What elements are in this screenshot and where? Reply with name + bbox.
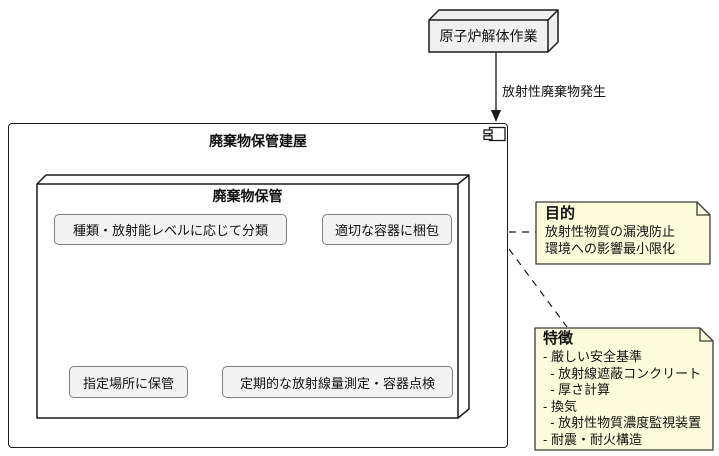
step-classify: 種類・放射能レベルに応じて分類: [54, 214, 287, 245]
note-features-line: - 耐震・耐火構造: [543, 431, 642, 447]
note-fold-icon: [699, 328, 713, 342]
note-features-line: - 放射線遮蔽コンクリート: [543, 365, 702, 381]
component-icon: [483, 126, 506, 142]
note-fold-icon: [696, 202, 710, 216]
source-node-label: 原子炉解体作業: [439, 28, 538, 44]
storage-node-title: 廃棄物保管: [212, 188, 283, 204]
note-features-line: - 換気: [543, 398, 577, 414]
note-purpose-line: 放射性物質の漏洩防止: [545, 224, 676, 239]
note-features-line: - 放射性物質濃度監視装置: [543, 415, 702, 430]
note-features-body: - 厳しい安全基準 - 放射線遮蔽コンクリート - 厚さ計算 - 換気 - 放射…: [543, 349, 701, 448]
step-store: 指定場所に保管: [69, 366, 188, 398]
note-features-connector: [508, 248, 568, 328]
note-purpose-title: 目的: [545, 205, 576, 222]
step-pack: 適切な容器に梱包: [322, 214, 452, 245]
source-node-shape: [428, 9, 559, 53]
flow-arrow-label: 放射性廃棄物発生: [502, 84, 607, 99]
note-features-shape: [534, 327, 714, 451]
note-features-line: - 厳しい安全基準: [543, 349, 642, 364]
building-title: 廃棄物保管建屋: [209, 133, 307, 149]
arrowhead-icon: [491, 110, 501, 122]
note-purpose-line: 環境への影響最小限化: [545, 240, 676, 256]
note-purpose-body: 放射性物質の漏洩防止 環境への影響最小限化: [545, 224, 675, 257]
note-purpose-shape: [535, 201, 711, 265]
flow-arrow: [491, 52, 501, 122]
note-features-title: 特徴: [543, 330, 574, 347]
note-features-line: - 厚さ計算: [543, 382, 611, 397]
step-inspect: 定期的な放射線量測定・容器点検: [222, 366, 453, 398]
